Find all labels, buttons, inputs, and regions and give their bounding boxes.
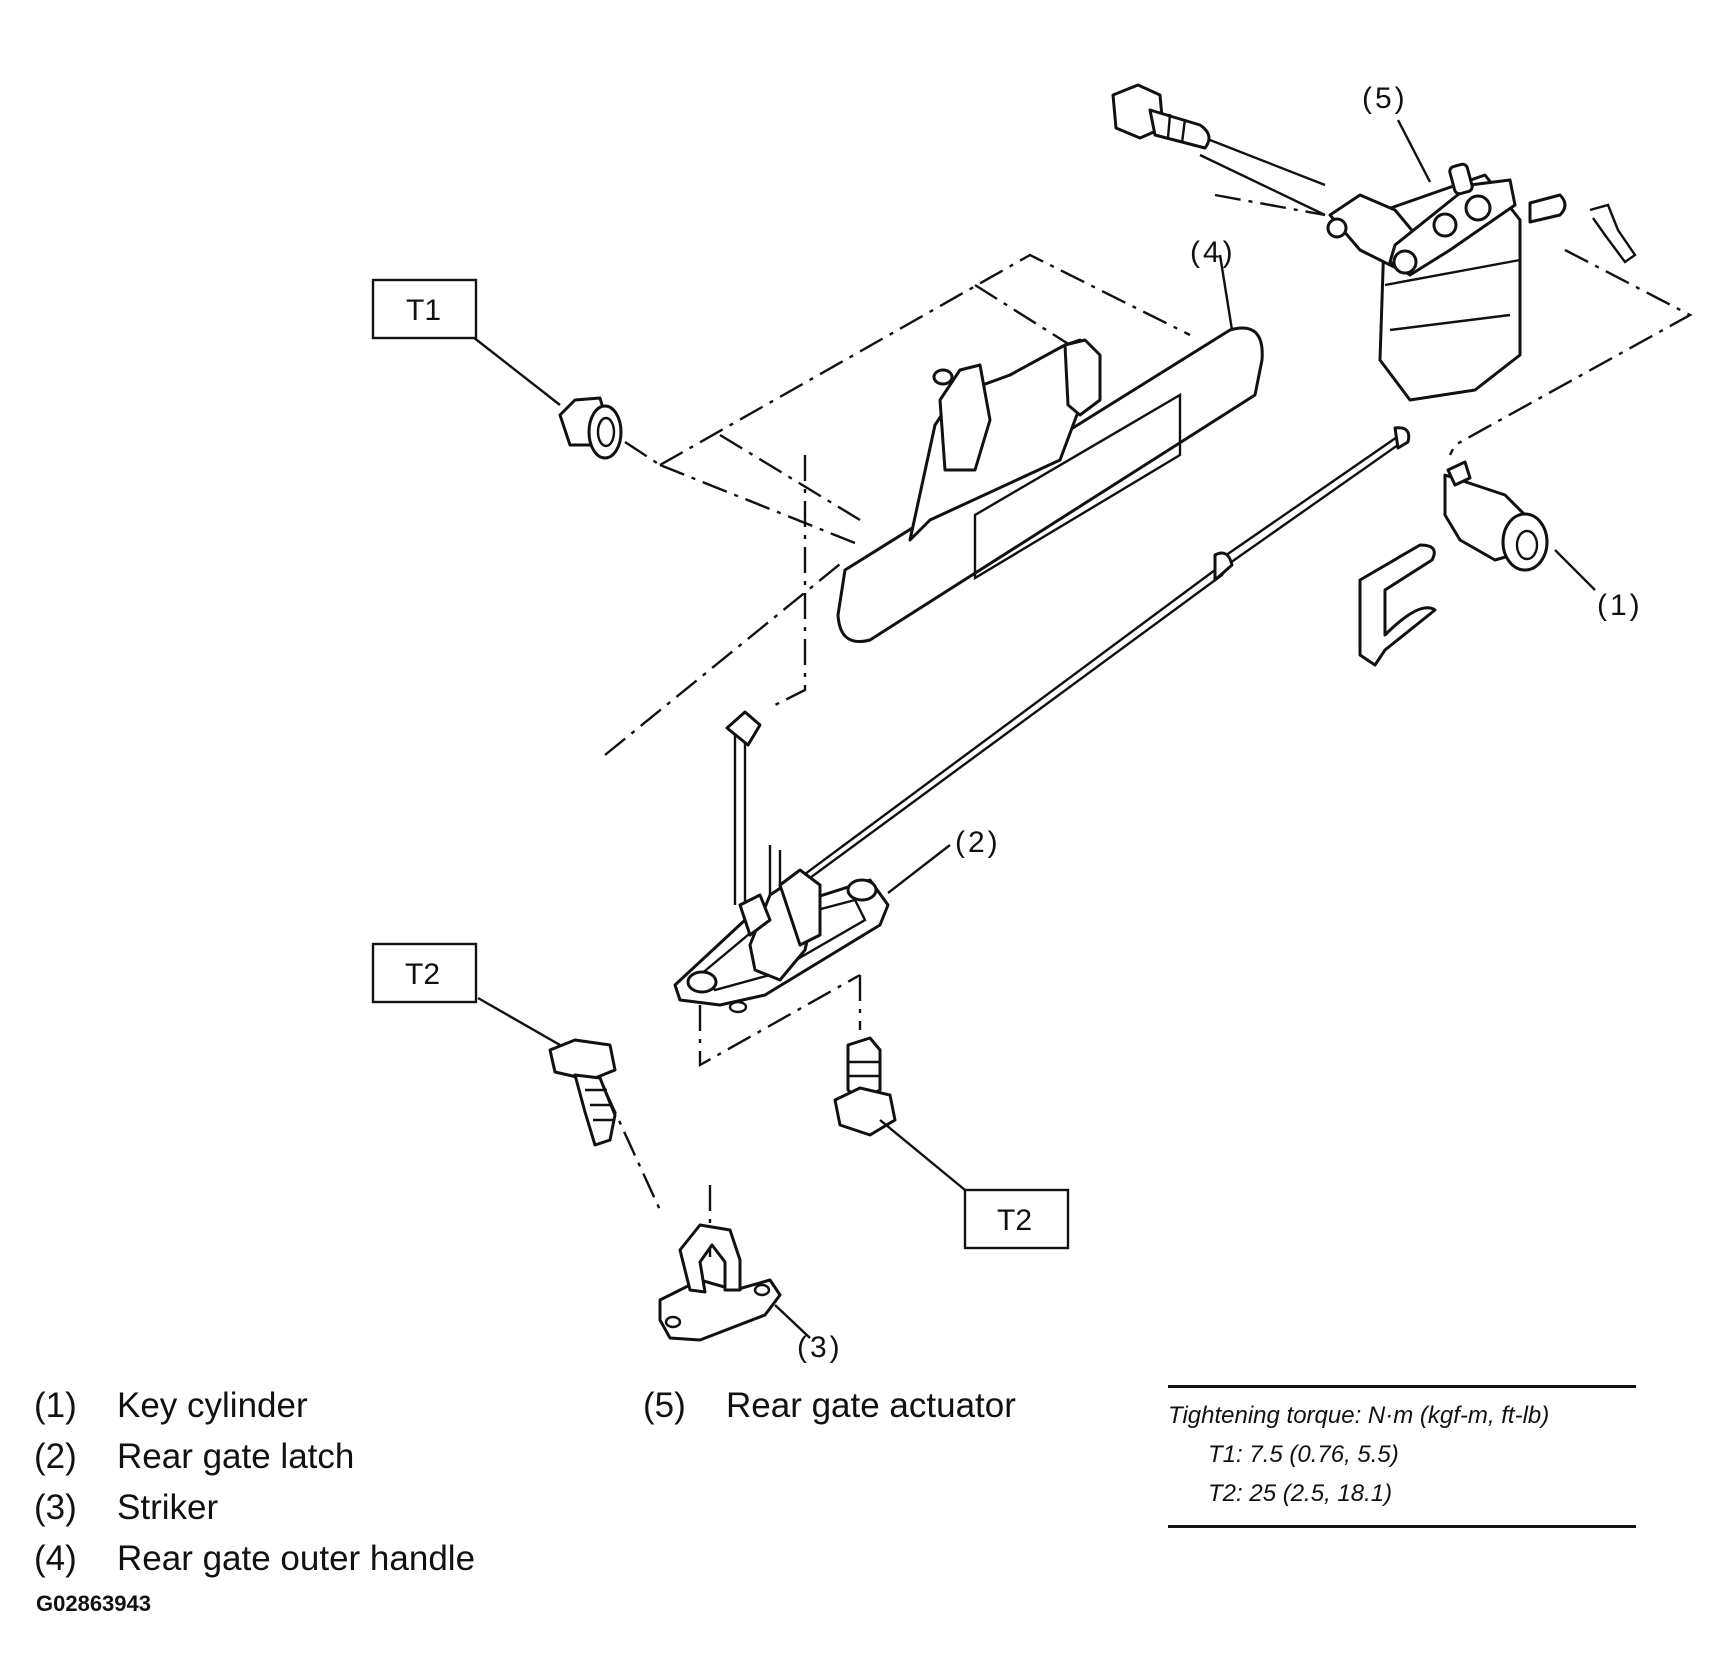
torque-heading: Tightening torque: N·m (kgf-m, ft-lb)	[1168, 1402, 1550, 1429]
torque-box-t1: T1	[371, 278, 478, 340]
key-cylinder-clip	[1358, 543, 1437, 667]
callout-2: (2)	[955, 826, 1001, 859]
legend-item: (4) Rear gate outer handle	[34, 1533, 475, 1584]
legend-item: (2) Rear gate latch	[34, 1431, 475, 1482]
torque-row-t2: T2: 25 (2.5, 18.1)	[1208, 1480, 1393, 1507]
legend-number: (5)	[643, 1386, 686, 1425]
key-cylinder	[1443, 460, 1549, 572]
assembly-lines	[603, 193, 1693, 1260]
legend-label: Striker	[117, 1488, 219, 1527]
legend-item: (5) Rear gate actuator	[643, 1380, 1016, 1431]
torque-box-t2-left-label: T2	[405, 958, 440, 991]
callout-1: (1)	[1597, 589, 1643, 622]
parts-legend: (1) Key cylinder (2) Rear gate latch (3)…	[34, 1380, 475, 1584]
legend-label: Rear gate latch	[117, 1437, 355, 1476]
actuator-bolt	[1111, 83, 1211, 150]
figure-code: G02863943	[36, 1591, 151, 1616]
callout-5: (5)	[1362, 82, 1408, 115]
legend-label: Rear gate outer handle	[117, 1539, 476, 1578]
striker-bolt	[548, 1038, 617, 1147]
torque-box-t2-left: T2	[371, 942, 478, 1004]
parts-legend-column-2: (5) Rear gate actuator	[643, 1380, 1016, 1431]
rear-gate-outer-handle	[836, 326, 1264, 643]
rear-gate-actuator	[1326, 162, 1637, 402]
legend-number: (1)	[34, 1386, 77, 1425]
legend-number: (3)	[34, 1488, 77, 1527]
legend-number: (4)	[34, 1539, 77, 1578]
legend-label: Rear gate actuator	[726, 1386, 1016, 1425]
latch-bolt	[833, 1036, 897, 1137]
legend-label: Key cylinder	[117, 1386, 308, 1425]
leader-lines	[472, 119, 1432, 1339]
torque-box-t1-label: T1	[406, 294, 441, 327]
callout-4: (4)	[1190, 236, 1236, 269]
legend-item: (3) Striker	[34, 1482, 475, 1533]
torque-row-t1: T1: 7.5 (0.76, 5.5)	[1208, 1441, 1399, 1468]
tightening-torque-table: Tightening torque: N·m (kgf-m, ft-lb) T1…	[1168, 1385, 1636, 1528]
torque-box-t2-right: T2	[963, 1188, 1070, 1250]
callout-3: (3)	[797, 1331, 843, 1364]
torque-box-t2-right-label: T2	[997, 1204, 1032, 1237]
striker	[658, 1223, 782, 1342]
rear-gate-latch	[673, 868, 890, 1014]
t1-nut	[558, 396, 623, 460]
legend-number: (2)	[34, 1437, 77, 1476]
legend-item: (1) Key cylinder	[34, 1380, 475, 1431]
